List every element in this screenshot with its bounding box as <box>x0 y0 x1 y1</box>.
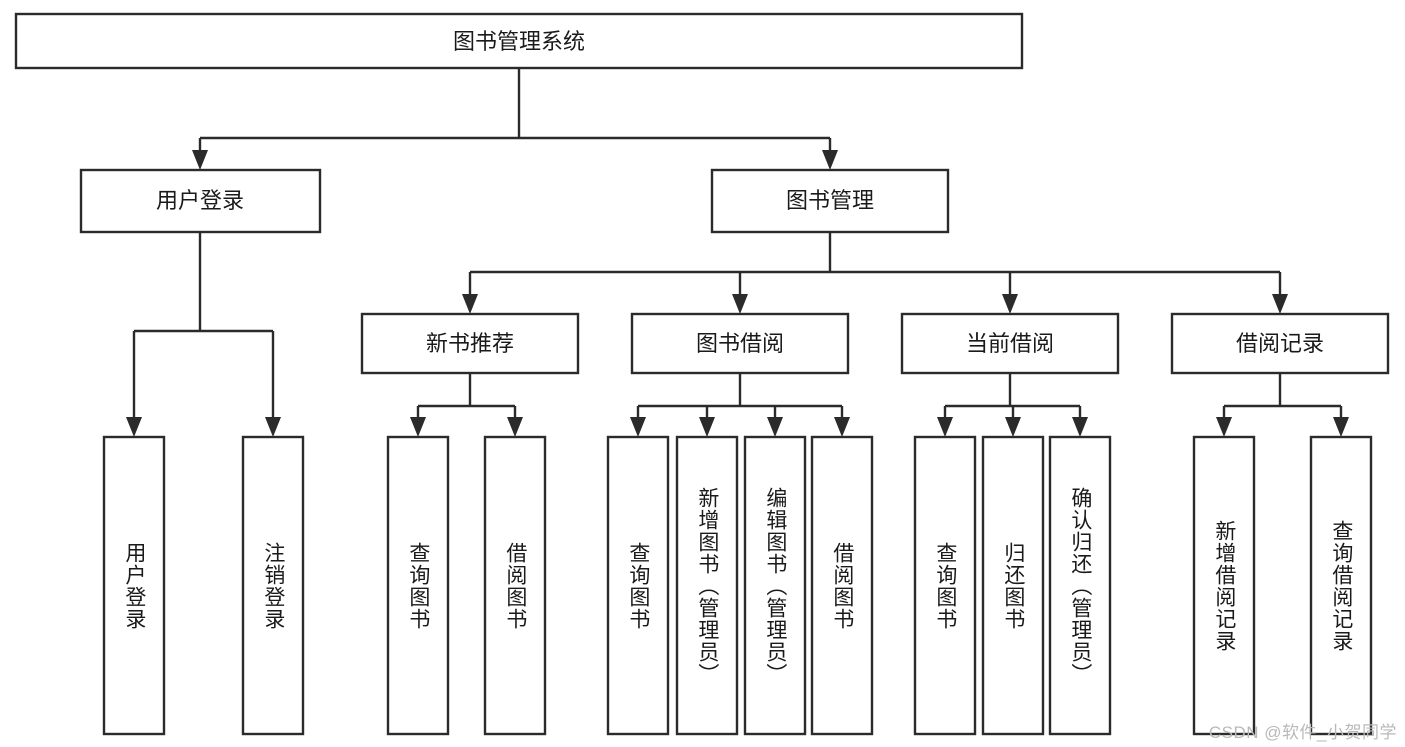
arrow-user-login-leaf-2-icon <box>265 417 281 437</box>
arrow-current-borrow-leaf-2-icon <box>1005 417 1021 437</box>
arrow-book-borrow-leaf-4-icon <box>834 417 850 437</box>
leaf-borrow-record-1-box[interactable] <box>1192 435 1256 736</box>
node-root-box[interactable] <box>14 12 1024 70</box>
node-book-manage-label: 图书管理 <box>786 188 874 213</box>
leaf-new-book-1-box[interactable] <box>386 435 450 736</box>
node-root-label: 图书管理系统 <box>453 29 585 54</box>
arrow-root-to-user-login-icon <box>192 150 208 170</box>
node-current-borrow-label: 当前借阅 <box>966 331 1054 356</box>
leaf-book-borrow-2-box[interactable] <box>675 435 739 736</box>
node-book-manage-box[interactable] <box>710 168 950 234</box>
leaf-book-borrow-1-box[interactable] <box>606 435 670 736</box>
leaf-user-login-2-box[interactable] <box>241 435 305 736</box>
arrow-user-login-leaf-1-icon <box>126 417 142 437</box>
node-user-login-label: 用户登录 <box>156 188 244 213</box>
leaf-user-login-1-box[interactable] <box>102 435 166 736</box>
arrow-book-borrow-leaf-1-icon <box>630 417 646 437</box>
leaf-book-borrow-3-box[interactable] <box>743 435 807 736</box>
node-current-borrow-box[interactable] <box>900 312 1120 375</box>
leaf-current-borrow-3-box[interactable] <box>1048 435 1112 736</box>
arrow-to-new-book-recommend-icon <box>462 294 478 314</box>
arrow-current-borrow-leaf-3-icon <box>1072 417 1088 437</box>
node-borrow-record-box[interactable] <box>1170 312 1390 375</box>
arrow-to-borrow-record-icon <box>1272 294 1288 314</box>
arrow-to-current-borrow-icon <box>1002 294 1018 314</box>
leaf-current-borrow-1-box[interactable] <box>913 435 977 736</box>
arrow-borrow-record-leaf-2-icon <box>1333 417 1349 437</box>
arrow-current-borrow-leaf-1-icon <box>937 417 953 437</box>
node-book-borrow-box[interactable] <box>630 312 850 375</box>
node-new-book-recommend-box[interactable] <box>360 312 580 375</box>
arrow-new-book-leaf-1-icon <box>410 417 426 437</box>
leaf-current-borrow-2-box[interactable] <box>981 435 1045 736</box>
arrow-root-to-book-manage-icon <box>822 150 838 170</box>
node-borrow-record-label: 借阅记录 <box>1236 331 1324 356</box>
connector-group <box>126 68 1349 437</box>
leaf-book-borrow-4-box[interactable] <box>810 435 874 736</box>
csdn-watermark: CSDN @软件_小贺同学 <box>1208 723 1397 742</box>
leaf-borrow-record-2-box[interactable] <box>1309 435 1373 736</box>
node-book-borrow-label: 图书借阅 <box>696 331 784 356</box>
arrow-borrow-record-leaf-1-icon <box>1216 417 1232 437</box>
arrow-book-borrow-leaf-2-icon <box>699 417 715 437</box>
node-rect-group: 图书管理系统 用户登录 图书管理 新书推荐 图书借阅 当前借阅 借阅记录 <box>14 12 1390 736</box>
arrow-to-book-borrow-icon <box>732 294 748 314</box>
arrow-book-borrow-leaf-3-icon <box>767 417 783 437</box>
node-new-book-recommend-label: 新书推荐 <box>426 331 514 356</box>
leaf-new-book-2-box[interactable] <box>483 435 547 736</box>
arrow-new-book-leaf-2-icon <box>507 417 523 437</box>
node-user-login-box[interactable] <box>79 168 322 234</box>
